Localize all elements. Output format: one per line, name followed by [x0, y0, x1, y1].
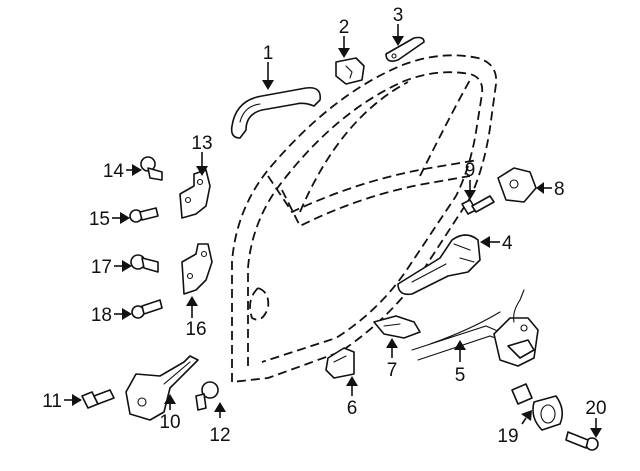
- outside-handle: [230, 86, 322, 139]
- callout-6: 6: [347, 398, 358, 419]
- callout-8: 8: [554, 179, 565, 200]
- door-lock-actuator: [411, 289, 539, 367]
- callout-4: 4: [502, 233, 513, 254]
- callout-16: 16: [185, 319, 206, 340]
- callout-9: 9: [465, 160, 476, 181]
- callout-3: 3: [393, 5, 404, 26]
- bolt-17: [130, 254, 159, 273]
- cover-strip: [385, 36, 425, 62]
- bracket: [373, 315, 421, 339]
- inside-handle: [397, 234, 481, 296]
- callout-15: 15: [89, 209, 110, 230]
- lower-hinge: [181, 243, 213, 295]
- handle-cap: [335, 57, 365, 85]
- callout-1: 1: [263, 43, 274, 64]
- screw-20: [565, 431, 599, 451]
- upper-hinge: [179, 169, 211, 219]
- lock-cylinder: [511, 383, 564, 431]
- callout-5: 5: [455, 365, 466, 386]
- callout-labels: 1 2 3 4 5 6 7 8 9 10 11 12 13 14 15 16 1…: [42, 5, 606, 447]
- callout-20: 20: [585, 398, 606, 419]
- callout-7: 7: [387, 360, 398, 381]
- callout-14: 14: [103, 161, 125, 182]
- striker: [497, 167, 537, 203]
- callout-11: 11: [42, 391, 62, 412]
- callout-19: 19: [497, 426, 518, 447]
- callout-18: 18: [91, 305, 112, 326]
- bolt-12: [195, 381, 219, 411]
- bolt-18: [131, 299, 163, 319]
- striker-screw: [461, 195, 495, 215]
- clip: [325, 347, 355, 379]
- callout-2: 2: [339, 17, 350, 38]
- callout-12: 12: [209, 425, 230, 446]
- bolt-11: [81, 389, 115, 409]
- door-check: [125, 355, 199, 421]
- bolt-15: [129, 207, 159, 223]
- callout-10: 10: [159, 412, 180, 433]
- bolt-14: [140, 156, 163, 181]
- callout-13: 13: [191, 133, 212, 154]
- leader-lines: [64, 24, 602, 438]
- callout-17: 17: [91, 257, 112, 278]
